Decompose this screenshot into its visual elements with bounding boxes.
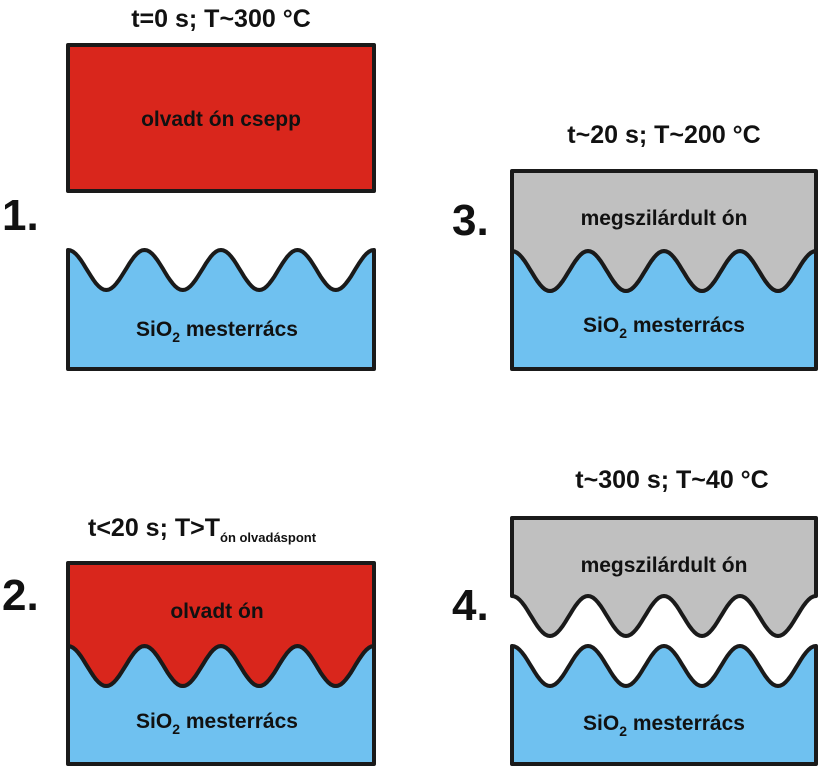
separated-tin-label: megszilárdult ón [581, 554, 748, 577]
panel-1-title: t=0 s; T~300 °C [131, 5, 311, 33]
panel-2-title: t<20 s; T>Tón olvadáspont [88, 514, 317, 545]
panel-4: 4. t~300 s; T~40 °C megszilárdult ón SiO… [452, 466, 818, 766]
molten-tin-drop-label: olvadt ón csepp [141, 108, 301, 131]
panel-4-title: t~300 s; T~40 °C [575, 466, 768, 494]
substrate-label: SiO2 mesterrács [583, 712, 745, 739]
substrate-label: SiO2 mesterrács [583, 314, 745, 341]
sio2-substrate [66, 248, 376, 371]
substrate-label: SiO2 mesterrács [136, 318, 298, 345]
molten-tin-label: olvadt ón [170, 600, 263, 623]
solidified-tin-layer [510, 169, 818, 293]
separated-solid-tin-layer [510, 516, 818, 638]
panel-1: 1. t=0 s; T~300 °C olvadt ón csepp SiO2 … [2, 5, 376, 371]
sio2-substrate [510, 644, 818, 766]
solidified-tin-label: megszilárdult ón [581, 207, 748, 230]
molten-tin-drop [66, 43, 376, 193]
step-number-4: 4. [452, 581, 489, 630]
step-number-2: 2. [2, 571, 39, 620]
panel-3: 3. t~20 s; T~200 °C megszilárdult ón SiO… [452, 121, 818, 371]
substrate-label: SiO2 mesterrács [136, 710, 298, 737]
step-number-3: 3. [452, 196, 489, 245]
panel-3-title: t~20 s; T~200 °C [567, 121, 760, 149]
molten-tin-layer [66, 561, 376, 688]
step-number-1: 1. [2, 191, 39, 240]
panel-2: 2. t<20 s; T>Tón olvadáspont olvadt ón S… [2, 514, 376, 766]
